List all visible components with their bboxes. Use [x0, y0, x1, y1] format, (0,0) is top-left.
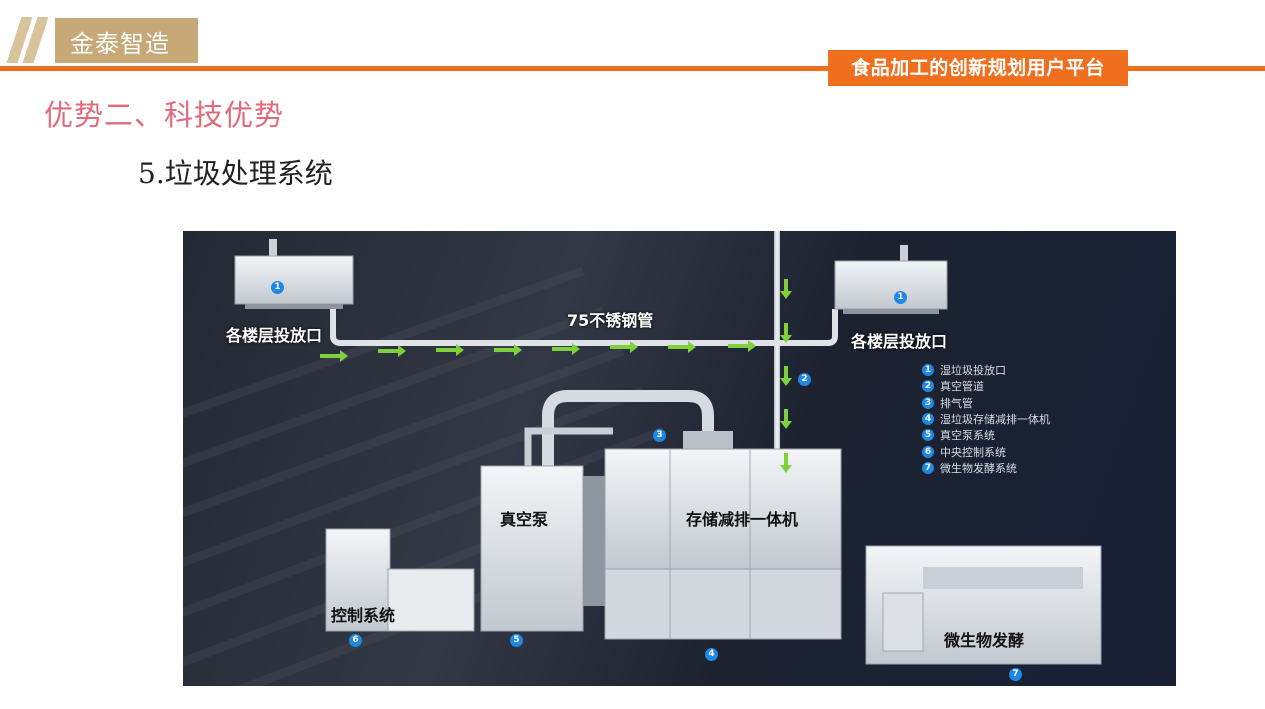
- legend-item: 7 微生物发酵系统: [922, 460, 1050, 476]
- marker-3: 3: [653, 429, 666, 442]
- legend-number: 1: [922, 364, 934, 377]
- marker-5: 5: [510, 634, 523, 647]
- legend-item: 3 排气管: [922, 395, 1050, 411]
- slogan-badge: 食品加工的创新规划用户平台: [828, 50, 1128, 86]
- marker-6: 6: [349, 634, 362, 647]
- page-title: 优势二、科技优势: [44, 98, 285, 132]
- legend-number: 3: [922, 396, 934, 409]
- marker-1-right: 1: [894, 291, 907, 304]
- label-floor-inlet-left: 各楼层投放口: [226, 326, 323, 345]
- diagram-illustration: [183, 231, 1102, 686]
- legend-text: 微生物发酵系统: [940, 461, 1017, 475]
- legend-number: 4: [922, 413, 934, 426]
- marker-2: 2: [798, 373, 811, 386]
- legend-number: 5: [922, 429, 934, 442]
- legend-item: 6 中央控制系统: [922, 443, 1050, 459]
- label-steel-pipe: 75不锈钢管: [567, 311, 654, 330]
- garbage-system-diagram: 1 1 2 3 4 5 6 7 各楼层投放口 各楼层投放口 75不锈钢管 真空泵…: [183, 231, 1176, 686]
- label-fermentation: 微生物发酵: [944, 631, 1025, 650]
- marker-1-left: 1: [271, 281, 284, 294]
- label-storage-machine: 存储减排一体机: [686, 510, 799, 529]
- section-title: 5.垃圾处理系统: [138, 157, 333, 190]
- legend-text: 真空管道: [940, 380, 984, 394]
- legend-item: 5 真空泵系统: [922, 427, 1050, 443]
- legend-item: 1 湿垃圾投放口: [922, 362, 1050, 378]
- legend-text: 湿垃圾存储减排一体机: [940, 413, 1050, 427]
- legend-text: 真空泵系统: [940, 429, 995, 443]
- legend-item: 4 湿垃圾存储减排一体机: [922, 411, 1050, 427]
- brand-name: 金泰智造: [70, 30, 170, 58]
- header-divider: [0, 66, 1265, 71]
- legend-text: 中央控制系统: [940, 445, 1006, 459]
- marker-4: 4: [705, 648, 718, 661]
- label-floor-inlet-right: 各楼层投放口: [851, 332, 948, 351]
- label-vacuum-pump: 真空泵: [500, 510, 549, 529]
- legend-number: 2: [922, 380, 934, 393]
- legend-text: 湿垃圾投放口: [940, 364, 1006, 378]
- marker-7: 7: [1009, 668, 1022, 681]
- legend-item: 2 真空管道: [922, 378, 1050, 394]
- legend-number: 7: [922, 461, 934, 474]
- legend-text: 排气管: [940, 396, 973, 410]
- legend-number: 6: [922, 445, 934, 458]
- brand-box: [55, 18, 198, 63]
- label-control-system: 控制系统: [331, 606, 396, 625]
